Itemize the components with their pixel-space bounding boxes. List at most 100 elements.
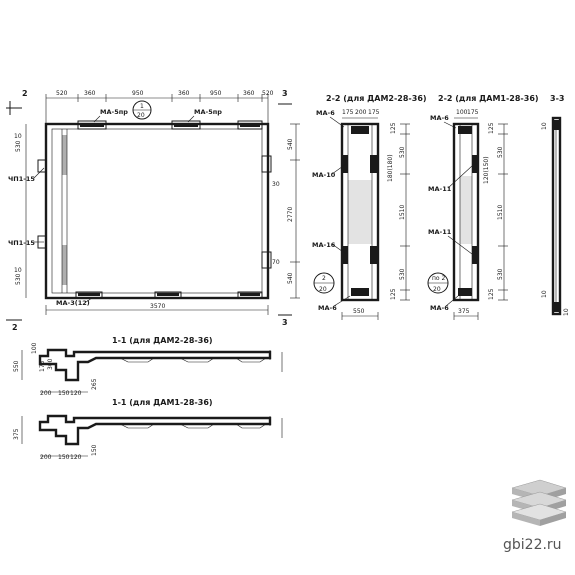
section22b-bubble-bottom: 20	[433, 286, 441, 293]
section22a-bubble-bottom: 20	[319, 286, 327, 293]
plan-top-dim-4: 360	[178, 90, 190, 97]
plan-top-dim-1: 520	[56, 90, 68, 97]
section33-dim-1: 10	[541, 122, 548, 130]
section33-dim-2: 10	[541, 290, 548, 298]
section11a-dim-4: 200	[40, 390, 52, 397]
plan-section-mark-2-bot: 2	[12, 323, 18, 332]
plan-small-a: 30	[272, 181, 280, 188]
section22b-right-dim-1: 125	[488, 122, 495, 134]
section11b-dim-3: 120	[70, 454, 82, 461]
section22b-bubble-top: по 2	[432, 275, 446, 282]
plan-label-ch1-b: ЧП1-15	[8, 239, 35, 247]
section-2-2-dam2: 2-2 (для ДАМ2-28-36) 175 200 175 МА-6 МА…	[312, 94, 427, 320]
plan-bottom-dim: 3570	[150, 303, 165, 310]
section11a-dim-5: 150	[58, 390, 70, 397]
embed-ma5np-left	[77, 120, 107, 130]
section22a-title: 2-2 (для ДАМ2-28-36)	[326, 94, 427, 103]
section22b-right-dim-3: 120(150)	[483, 156, 490, 184]
plan-top-dim-6: 360	[243, 90, 255, 97]
section11a-dim-2: 175	[39, 360, 46, 372]
plan-left-dim-small-2: 10	[14, 267, 22, 274]
embed-ma3-mid	[154, 291, 182, 299]
section33-outline	[551, 116, 562, 316]
plan-right-dim-1: 540	[287, 138, 294, 150]
watermark-site-text: gbi22.ru	[503, 537, 562, 553]
section11a-dim-7: 265	[91, 378, 98, 390]
section11b-left-dim: 375	[13, 428, 20, 440]
section22a-top-dim-2: 200	[355, 109, 367, 116]
plan-left-dim-1: 530	[15, 140, 22, 152]
section33-dim-3: 10	[563, 308, 570, 316]
section11a-dim-1: 100	[31, 342, 38, 354]
plan-section-mark-3-bot: 3	[282, 318, 288, 327]
section11b-title: 1-1 (для ДАМ1-28-36)	[112, 398, 213, 407]
plan-bubble-top: 1	[140, 103, 144, 110]
section22b-right-dim-5: 530	[497, 268, 504, 280]
section-1-1-dam1: 1-1 (для ДАМ1-28-36) 375 200 150 120 150	[13, 398, 283, 461]
plan-label-ma3: МА-3(12)	[56, 299, 90, 307]
section22a-right-dim-3: 180(180)	[387, 154, 394, 182]
section22b-top-dim-1: 100	[456, 109, 468, 116]
section22a-label-ma16: МА-16	[312, 241, 336, 249]
section22a-bottom-dim: 550	[353, 308, 365, 315]
section22a-bubble-top: 2	[322, 275, 326, 282]
plan-bubble-bottom: 20	[137, 112, 145, 119]
section22a-right-dim-4: 1510	[399, 205, 406, 220]
section22b-right-dim-2: 530	[497, 146, 504, 158]
section22a-label-ma6-bot: МА-6	[318, 304, 337, 312]
section11b-dim-1: 200	[40, 454, 52, 461]
section22b-label-ma6-bot: МА-6	[430, 304, 449, 312]
plan-top-dim-7: 520	[262, 90, 274, 97]
section22b-label-ma11-b: МА-11	[428, 228, 452, 236]
gbi22-logo	[511, 479, 567, 526]
embed-ma3-left	[75, 291, 103, 299]
section22b-right-dim-6: 125	[488, 288, 495, 300]
plan-inner-outline	[51, 128, 263, 294]
section11b-dim-4: 150	[91, 444, 98, 456]
section22b-title: 2-2 (для ДАМ1-28-36)	[438, 94, 539, 103]
section22a-top-dim-3: 175	[368, 109, 380, 116]
plan-label-ma5np-right: МА-5пр	[194, 108, 222, 116]
plan-label-ma5np-left: МА-5пр	[100, 108, 128, 116]
section11a-left-dim: 550	[13, 360, 20, 372]
section22b-label-ma6-top: МА-6	[430, 114, 449, 122]
section33-title: 3-3	[550, 94, 564, 103]
plan-outline	[44, 122, 270, 300]
section22a-right-dim-2: 530	[399, 146, 406, 158]
section22a-right-dim-6: 125	[390, 288, 397, 300]
plan-view: 520 360 950 360 950 360 520 МА-5пр МА-5п…	[6, 89, 300, 332]
section11b-profile	[38, 414, 272, 446]
section22b-right-dim-4: 1510	[497, 205, 504, 220]
section-1-1-dam2: 1-1 (для ДАМ2-28-36) 550 100 175 300 200…	[13, 336, 283, 397]
section-3-3: 3-3 10 10 10	[541, 94, 570, 316]
plan-small-b: 70	[272, 259, 280, 266]
plan-right-dim-2: 2770	[287, 207, 294, 222]
plan-section-mark-2-top: 2	[22, 89, 28, 98]
plan-top-dim-2: 360	[84, 90, 96, 97]
section22a-top-dim-1: 175	[342, 109, 354, 116]
plan-top-dim-5: 950	[210, 90, 222, 97]
plan-section-mark-3-top: 3	[282, 89, 288, 98]
section22a-right-dim-5: 530	[399, 268, 406, 280]
embed-ma3-right	[237, 291, 263, 299]
plan-left-dim-2: 530	[15, 273, 22, 285]
section11a-profile	[38, 348, 272, 382]
section22a-right-dim-1: 125	[390, 122, 397, 134]
section22a-label-ma10: МА-10	[312, 171, 336, 179]
plan-top-dim-3: 950	[132, 90, 144, 97]
plan-right-dim-3: 540	[287, 272, 294, 284]
section22b-bottom-dim: 375	[458, 308, 470, 315]
section22b-outline	[452, 122, 480, 302]
section-2-2-dam1: 2-2 (для ДАМ1-28-36) 100 175 МА-6 МА-11 …	[427, 94, 539, 320]
section22b-top-dim-2: 175	[467, 109, 479, 116]
embed-ma5np-mid	[171, 120, 201, 130]
section11a-title: 1-1 (для ДАМ2-28-36)	[112, 336, 213, 345]
section22b-label-ma11-a: МА-11	[428, 185, 452, 193]
section22a-outline	[340, 122, 380, 302]
section11b-dim-2: 150	[58, 454, 70, 461]
embed-ma5np-right	[237, 120, 263, 130]
section22a-label-ma6-top: МА-6	[316, 109, 335, 117]
section11a-dim-6: 120	[70, 390, 82, 397]
plan-label-ch1-a: ЧП1-15	[8, 175, 35, 183]
plan-left-dim-small-1: 10	[14, 133, 22, 140]
